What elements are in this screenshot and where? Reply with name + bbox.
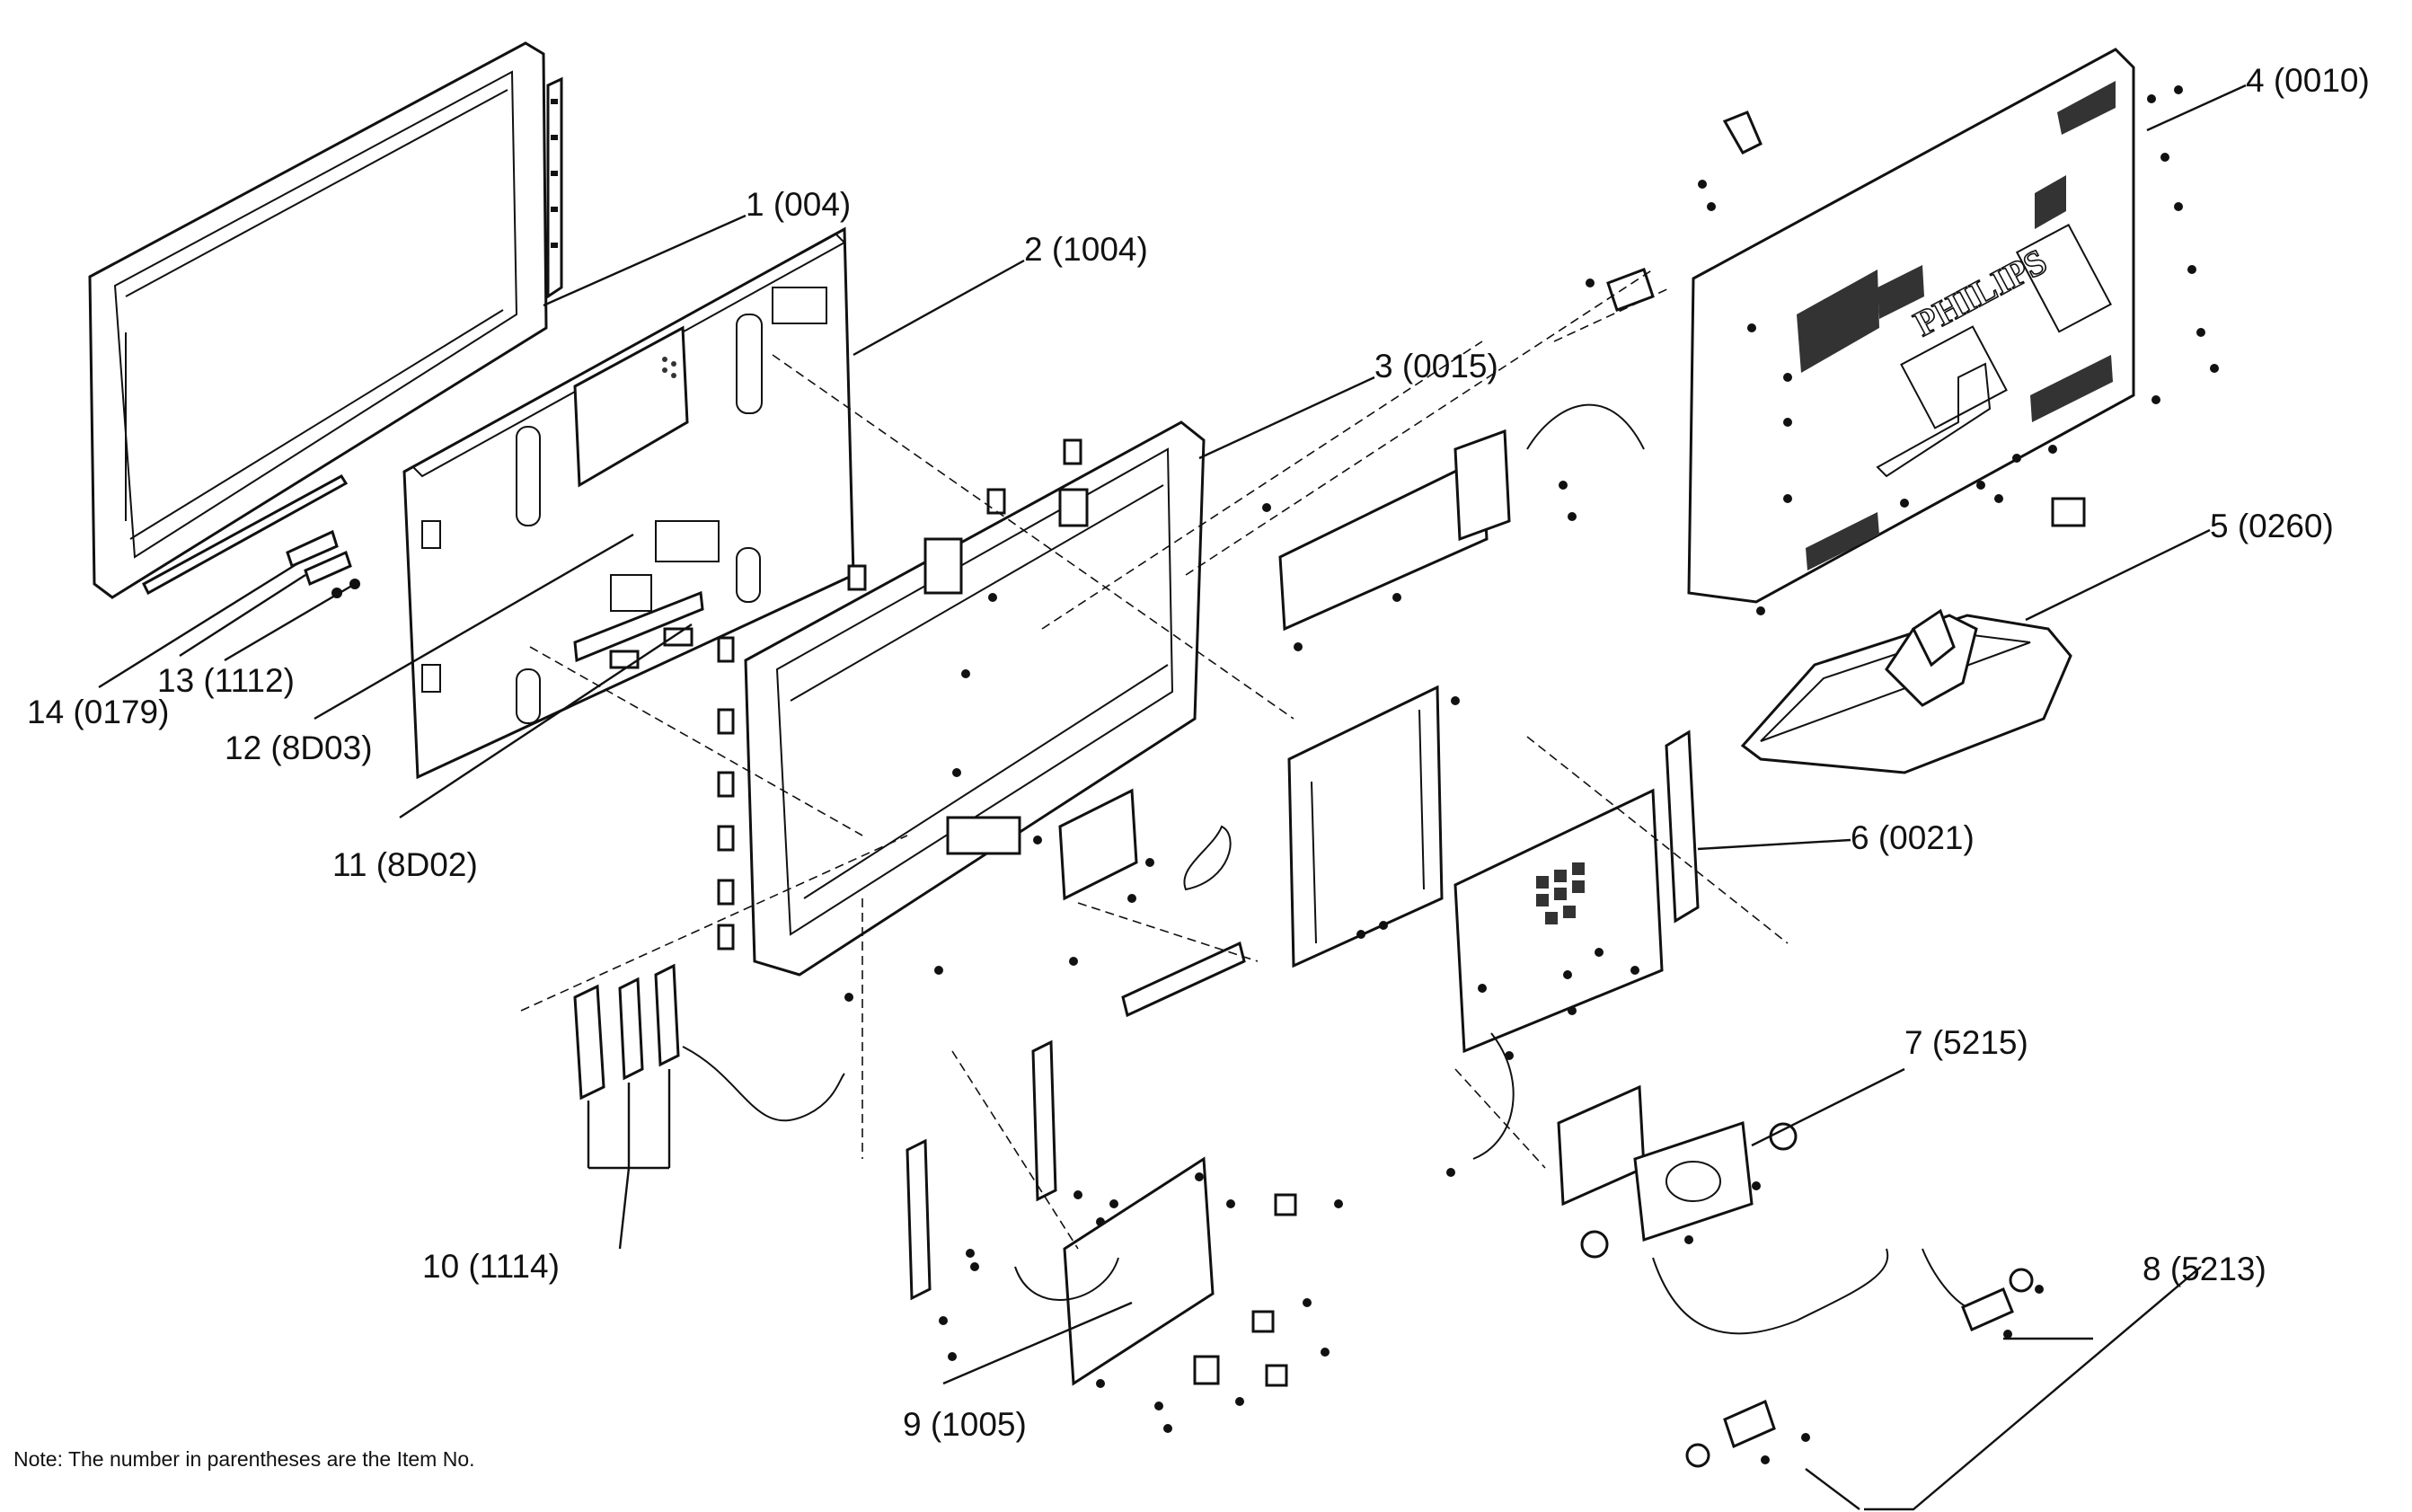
mounting-bracket (1278, 403, 1645, 632)
callout-10: 10 (1114) (422, 1248, 560, 1285)
footnote: Note: The number in parentheses are the … (13, 1447, 475, 1471)
speaker-cable (1652, 1248, 2034, 1468)
main-board (1453, 729, 1700, 1160)
leader-lines (98, 84, 2247, 1511)
power-board (906, 1039, 1297, 1387)
callout-11: 11 (8D02) (332, 846, 478, 883)
shield-plate (1287, 685, 1444, 968)
stand-base (1740, 608, 2072, 774)
callout-5: 5 (0260) (2210, 508, 2334, 544)
callout-2: 2 (1004) (1024, 231, 1148, 268)
callout-3: 3 (0015) (1374, 348, 1498, 385)
bezel-small-parts (286, 529, 352, 587)
callout-1: 1 (004) (746, 186, 851, 223)
frame-clips (717, 438, 1082, 951)
callout-14: 14 (0179) (27, 694, 169, 730)
wire-harness (1121, 825, 1246, 1018)
back-cover: PHILIPS (1606, 48, 2135, 604)
callout-8: 8 (5213) (2143, 1251, 2266, 1287)
callout-9: 9 (1005) (903, 1406, 1027, 1443)
speaker (1557, 1084, 1798, 1259)
keyboard-control (573, 963, 845, 1122)
assembly-lines (520, 269, 1789, 1250)
callout-13: 13 (1112) (157, 662, 295, 699)
callout-7: 7 (5215) (1904, 1024, 2028, 1061)
front-bezel (88, 41, 563, 599)
callout-6: 6 (0021) (1851, 819, 1975, 856)
callout-labels: 1 (004) 2 (1004) 3 (0015) 4 (0010) 5 (02… (27, 62, 2370, 1443)
inner-frame (744, 420, 1206, 977)
callout-12: 12 (8D03) (225, 729, 373, 766)
callout-4: 4 (0010) (2246, 62, 2370, 99)
